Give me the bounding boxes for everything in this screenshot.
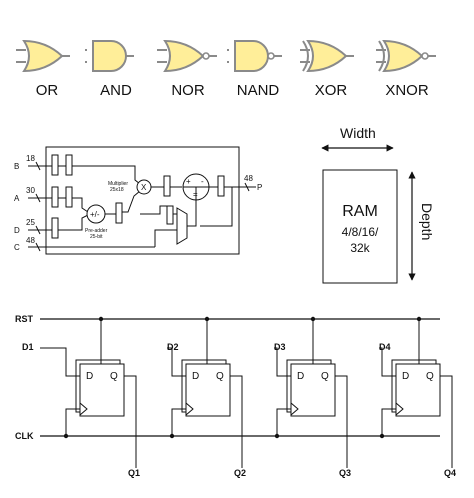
- dsp-slice: [28, 146, 256, 255]
- gate-nand: NAND: [227, 40, 282, 99]
- ff-q-pin: Q: [216, 371, 224, 382]
- ff-d-pin: D: [192, 371, 199, 382]
- dsp-labels: B 18 A 30 D 25 C 48 P 48 Multiplier 25x1…: [14, 154, 262, 252]
- gate-xnor: XNOR: [376, 39, 436, 99]
- dsp-input-c-label: C: [14, 243, 20, 252]
- gate-label-xnor: XNOR: [385, 82, 429, 99]
- dsp-input-d-width: 25: [26, 218, 35, 227]
- d-input-label: D4: [379, 342, 391, 352]
- gate-xor: XOR: [300, 39, 354, 99]
- ff-d-pin: D: [86, 371, 93, 382]
- dsp-input-a-width: 30: [26, 186, 35, 195]
- preadder-label: Pre-adder: [85, 228, 108, 234]
- gate-label-and: AND: [100, 82, 132, 99]
- gate-nor: NOR: [157, 39, 217, 99]
- dsp-output-width: 48: [244, 174, 253, 183]
- d-input-label: D2: [167, 342, 179, 352]
- ff-d-pin: D: [297, 371, 304, 382]
- ram-box: [322, 169, 398, 284]
- gate-label-xor: XOR: [315, 82, 348, 99]
- q-output-label: Q3: [339, 468, 351, 478]
- dsp-input-b-width: 18: [26, 154, 35, 163]
- gate-label-or: OR: [36, 82, 59, 99]
- dsp-input-d-label: D: [14, 226, 20, 235]
- ram-sizes-line2: 32k: [350, 241, 370, 255]
- preadder-symbol: +/-: [90, 210, 100, 219]
- multiplier-label: Multiplier: [108, 181, 128, 187]
- ram-title: RAM: [342, 203, 378, 220]
- gate-or: OR: [16, 39, 70, 99]
- ram-sizes-line1: 4/8/16/: [342, 225, 379, 239]
- q-output-label: Q1: [128, 468, 140, 478]
- ff-q-pin: Q: [321, 371, 329, 382]
- alu-plus: +: [186, 177, 191, 186]
- rst-label: RST: [15, 314, 34, 324]
- d-input-label: D1: [22, 342, 34, 352]
- multiplier-size: 25x18: [110, 187, 124, 193]
- ff-q-pin: Q: [426, 371, 434, 382]
- gate-label-nor: NOR: [171, 82, 205, 99]
- d-input-label: D3: [274, 342, 286, 352]
- gate-label-nand: NAND: [237, 82, 280, 99]
- alu-minus: -: [201, 177, 204, 186]
- ff-q-pin: Q: [110, 371, 118, 382]
- multiply-symbol: X: [141, 183, 147, 192]
- gate-and: AND: [85, 40, 134, 99]
- dsp-input-a-label: A: [14, 194, 20, 203]
- ram-block: Width RAM 4/8/16/ 32k Depth: [321, 125, 435, 284]
- dsp-output-p-label: P: [257, 183, 262, 192]
- dsp-outline: [45, 146, 240, 255]
- dsp-input-c-width: 48: [26, 236, 35, 245]
- ram-width-label: Width: [340, 125, 376, 141]
- dsp-input-b-label: B: [14, 162, 19, 171]
- alu-eq: =: [193, 190, 198, 199]
- preadder-size: 25-bit: [90, 234, 103, 240]
- q-output-label: Q2: [234, 468, 246, 478]
- logic-gates-row: OR AND NOR NAND XOR XNOR: [16, 39, 436, 99]
- ram-depth-label: Depth: [419, 203, 435, 240]
- ff-d-pin: D: [402, 371, 409, 382]
- clk-label: CLK: [15, 431, 34, 441]
- q-output-label: Q4: [444, 468, 456, 478]
